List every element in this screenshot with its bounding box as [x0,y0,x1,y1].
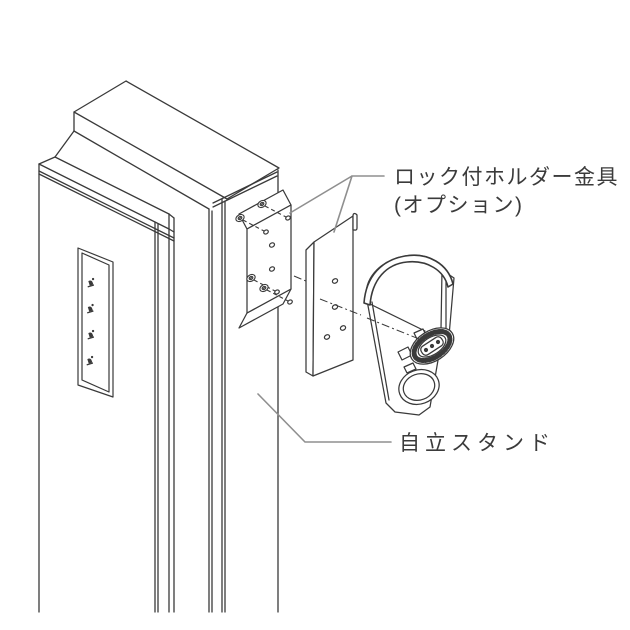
holder-hood [363,254,454,306]
stand-label: 自立スタンド [399,432,555,455]
stand-door-band-end-join [168,213,175,233]
holder-bracket-leader-line [289,175,385,233]
indicator-icon [87,303,94,314]
stand-roof-left-edge [38,130,75,165]
stand-leader-line [257,393,392,443]
holder-plate [305,212,358,377]
stand-right-rim-1 [212,171,278,204]
plate-hole [339,325,347,331]
stand-column [38,80,280,613]
stand-lid-top-face [73,80,280,200]
indicator-icon [87,329,95,340]
stand-door-top-rear-edge [54,156,170,215]
indicator-icon [86,355,94,366]
panel-inner-frame [81,252,110,393]
bracket-face-hole [268,266,276,272]
holder-bracket-label-line1: ロック付ホルダー金具 [394,166,619,189]
stand-door-top-chamfer-2 [38,173,175,242]
mounting-bracket [238,189,293,329]
plate-hole [331,278,339,284]
plate-hook-tab [352,212,358,231]
screw [259,283,269,293]
connector-socket [409,327,455,365]
holder-body-inner-edge [371,301,390,401]
bracket-screw-hole [274,289,280,295]
bracket-face-hole [268,242,276,248]
holder-shoulder-line [369,303,426,332]
leader-lines [257,175,392,443]
bracket-main-face [246,204,292,314]
stand-lid-front-bottom-edge [73,130,210,210]
screw [257,199,267,209]
holder-latch-detail [403,362,417,374]
lower-ring-inner [402,372,436,402]
socket-pin [435,339,441,345]
screw [235,213,245,223]
screw [246,273,256,283]
socket-pin [423,347,429,353]
connector-lower-ring [398,368,440,406]
stand-control-panel [77,247,114,398]
indicator-icon [87,277,95,288]
stand-door-top-front-edge [38,163,170,230]
alignment-centerline-3 [366,317,425,342]
bracket-screw-hole [263,229,269,235]
plate-hole [323,334,331,340]
stand-right-rim-2 [212,175,278,208]
socket-pin [429,343,435,349]
bracket-screw-hole [285,215,291,221]
bracket-screws [235,199,289,302]
connector-holder [363,254,455,416]
alignment-centerline-2 [319,298,362,316]
panel-indicator-icons [86,277,95,366]
stand-door-top-chamfer-1 [38,170,175,239]
holder-bracket-label-line2: (オプション) [394,194,524,217]
socket-ribbed-ring [411,328,453,364]
bracket-screw-hole [287,299,293,305]
plate-main-face [312,215,354,377]
